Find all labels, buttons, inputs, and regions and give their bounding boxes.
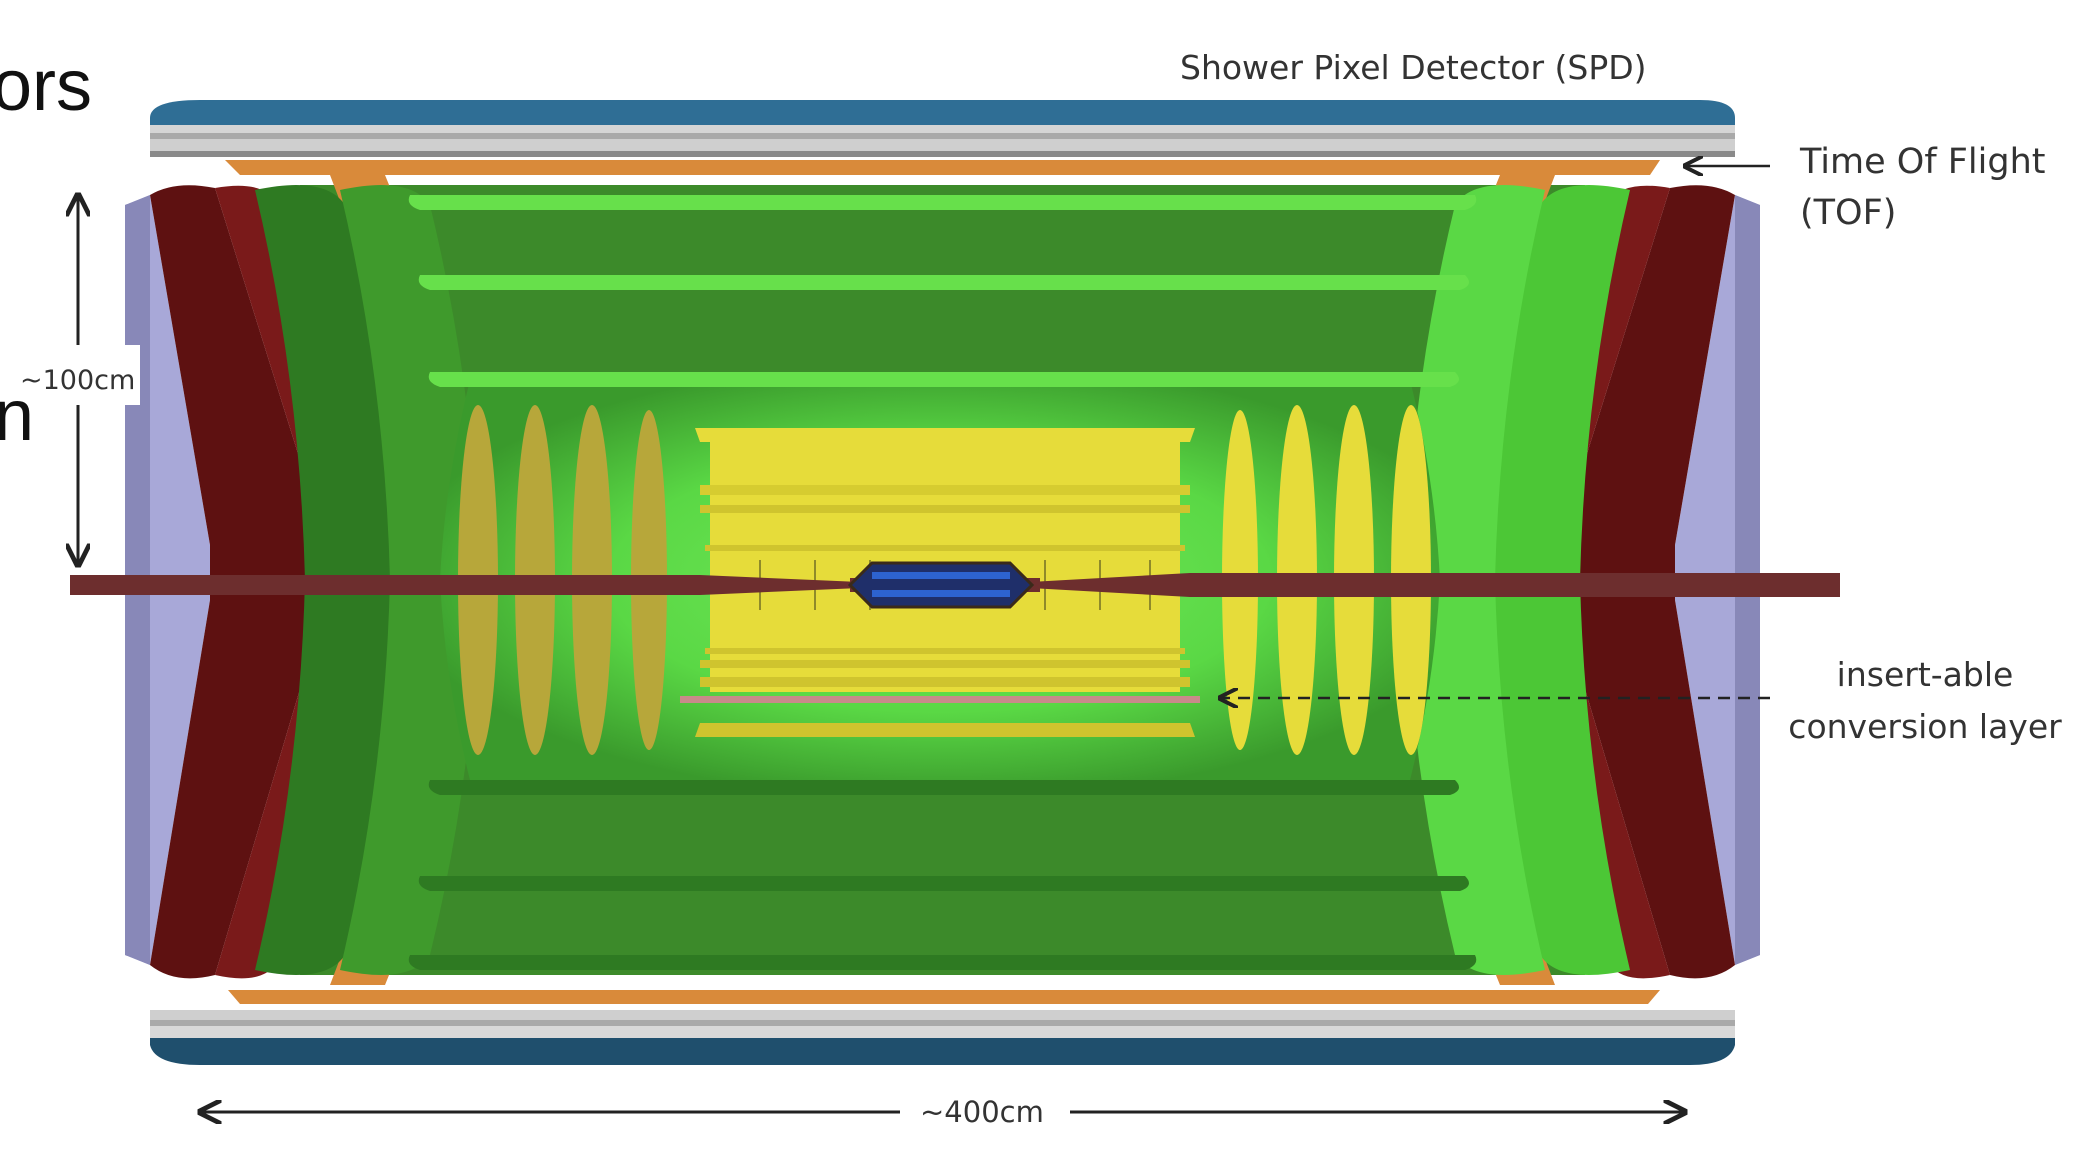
tof-bottom-layer xyxy=(228,990,1660,1004)
tof-label-line1: Time Of Flight xyxy=(1800,142,2046,182)
tof-label-line2: (TOF) xyxy=(1800,193,1897,233)
cutoff-text-middle: n xyxy=(0,376,35,456)
length-dimension-label: ~400cm xyxy=(920,1095,1044,1129)
barrel-layers xyxy=(408,195,1477,970)
vertex-detector xyxy=(847,561,1035,609)
spd-label: Shower Pixel Detector (SPD) xyxy=(1180,48,1647,87)
conversion-layer-bar xyxy=(680,696,1200,703)
spd-top-tiles xyxy=(150,100,1735,157)
radius-dimension-label: ~100cm xyxy=(20,365,136,396)
tof-top-layer xyxy=(225,160,1660,175)
conversion-label-line2: conversion layer xyxy=(1788,707,2062,746)
spd-bottom-tiles xyxy=(150,1010,1735,1065)
conversion-label-line1: insert-able xyxy=(1836,655,2014,694)
cutoff-text-top: ors xyxy=(0,46,93,126)
